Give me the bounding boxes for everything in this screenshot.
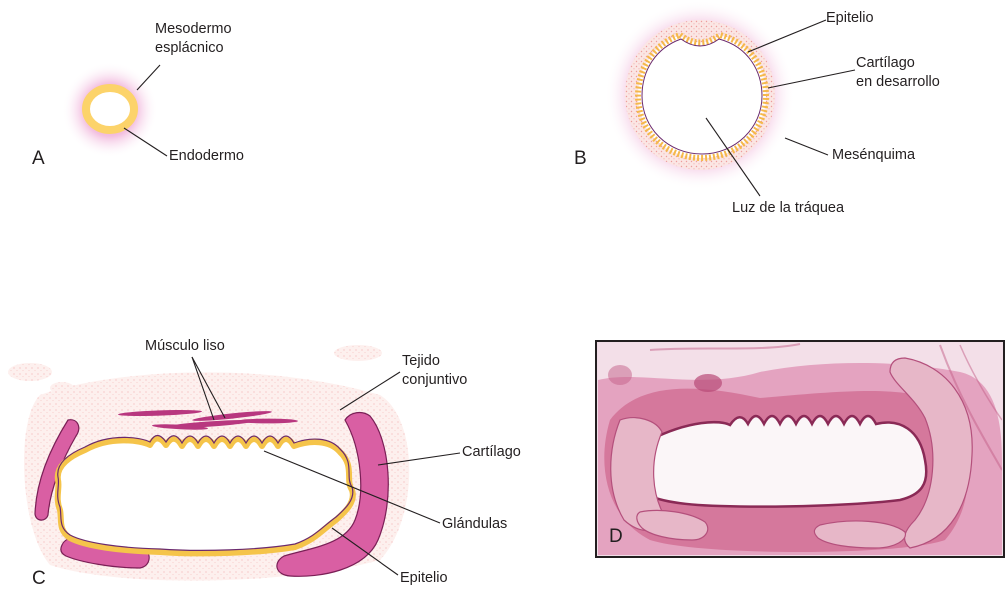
connective-tissue-fragment-2: [8, 363, 52, 381]
label-a-endodermo: Endodermo: [169, 147, 244, 166]
label-b-mesenquima: Mesénquima: [832, 146, 915, 165]
label-b-luz: Luz de la tráquea: [732, 199, 844, 218]
label-c-glandulas: Glándulas: [442, 515, 507, 534]
panel-b: [605, 0, 855, 196]
label-b-cartilago: Cartílago en desarrollo: [856, 54, 940, 92]
panel-letter-c: C: [32, 568, 46, 590]
label-c-tejido: Tejido conjuntivo: [402, 352, 467, 390]
label-b-epitelio: Epitelio: [826, 9, 874, 28]
connective-tissue-fragment-1: [334, 345, 382, 361]
panel-letter-a: A: [32, 148, 45, 170]
label-c-musculo: Músculo liso: [145, 337, 225, 356]
endoderm-ring: [86, 88, 134, 130]
panel-letter-d: D: [609, 526, 623, 548]
label-c-cartilago: Cartílago: [462, 443, 521, 462]
connective-tissue-fragment-3: [50, 382, 74, 394]
label-c-epitelio: Epitelio: [400, 569, 448, 588]
panel-c: [8, 345, 460, 581]
leader-b-mesenquima: [785, 138, 828, 155]
label-a-mesodermo: Mesodermo esplácnico: [155, 20, 232, 58]
trachea-lumen-epithelium: [58, 439, 353, 554]
panel-a: [62, 62, 167, 158]
panel-letter-b: B: [574, 148, 587, 170]
panel-d-micrograph: [596, 341, 1004, 557]
trachea-epithelium: [638, 35, 766, 158]
micrograph-lumen: [639, 416, 926, 507]
